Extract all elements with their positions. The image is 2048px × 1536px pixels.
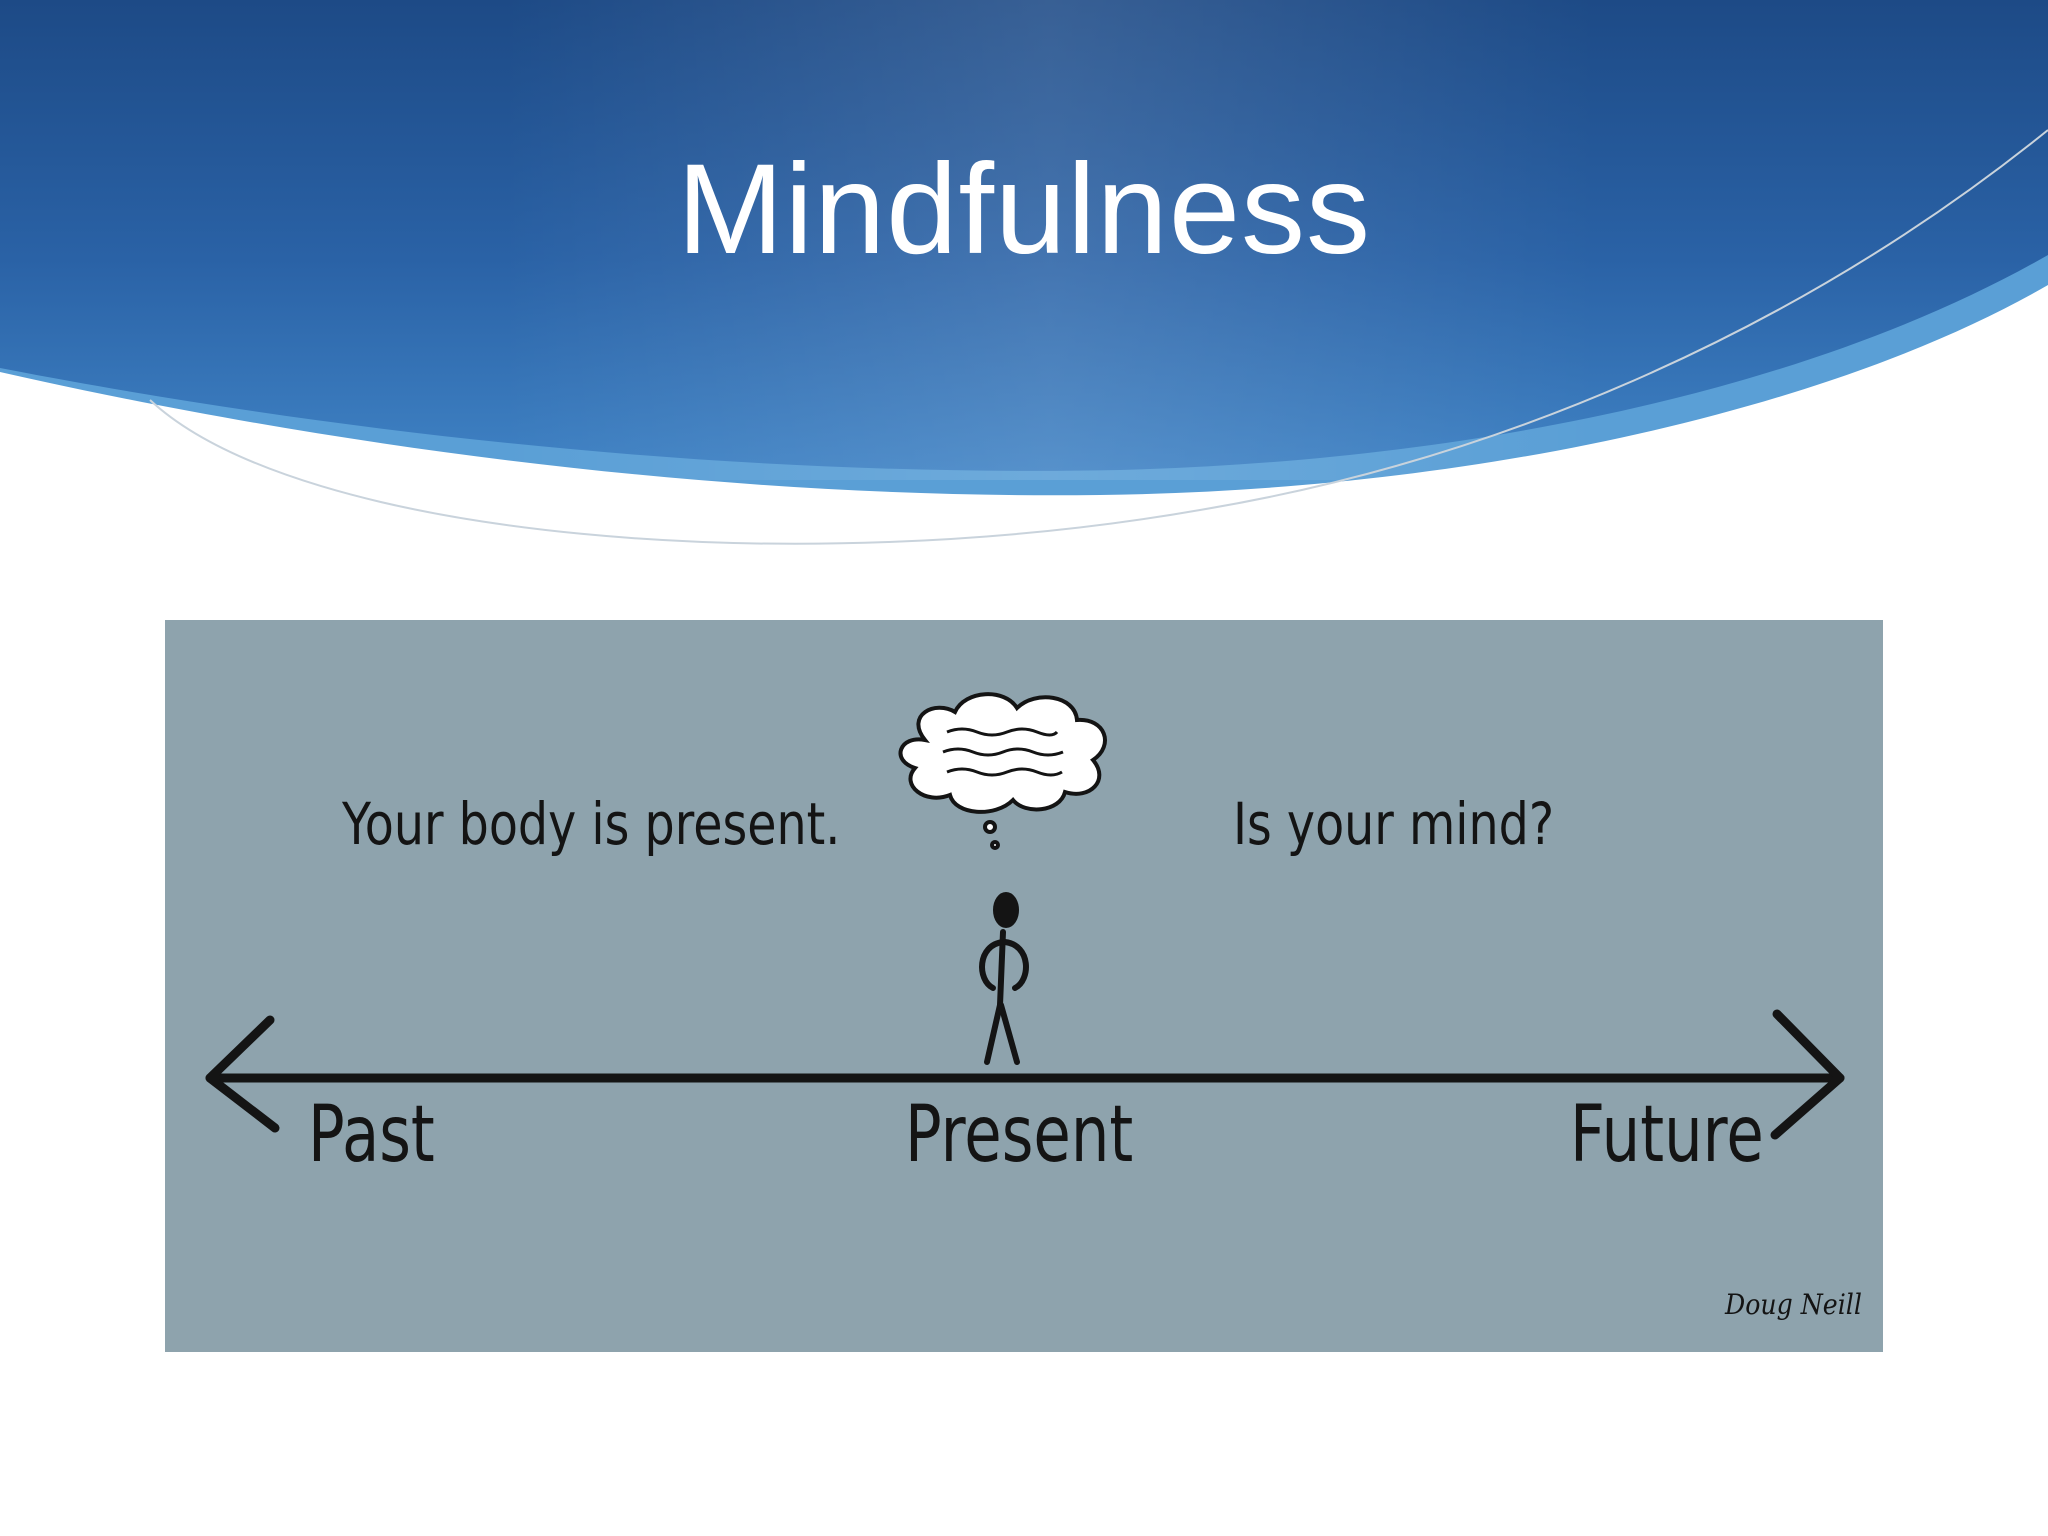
caption-body: Your body is present. xyxy=(342,790,841,858)
thought-cloud-icon xyxy=(898,692,1107,850)
stick-figure-icon xyxy=(979,892,1029,1065)
artist-signature: Doug Neill xyxy=(1725,1288,1862,1321)
timeline-label-past: Past xyxy=(308,1090,435,1180)
caption-mind: Is your mind? xyxy=(1233,790,1555,858)
timeline-arrow xyxy=(205,1009,1845,1140)
slide-title: Mindfulness xyxy=(677,138,1371,281)
timeline-drawing xyxy=(205,692,1845,1140)
header-wave-background xyxy=(0,0,2048,545)
timeline-label-present: Present xyxy=(905,1090,1134,1180)
timeline-label-future: Future xyxy=(1570,1090,1764,1180)
timeline-illustration: Your body is present. Is your mind? Past… xyxy=(165,620,1883,1352)
